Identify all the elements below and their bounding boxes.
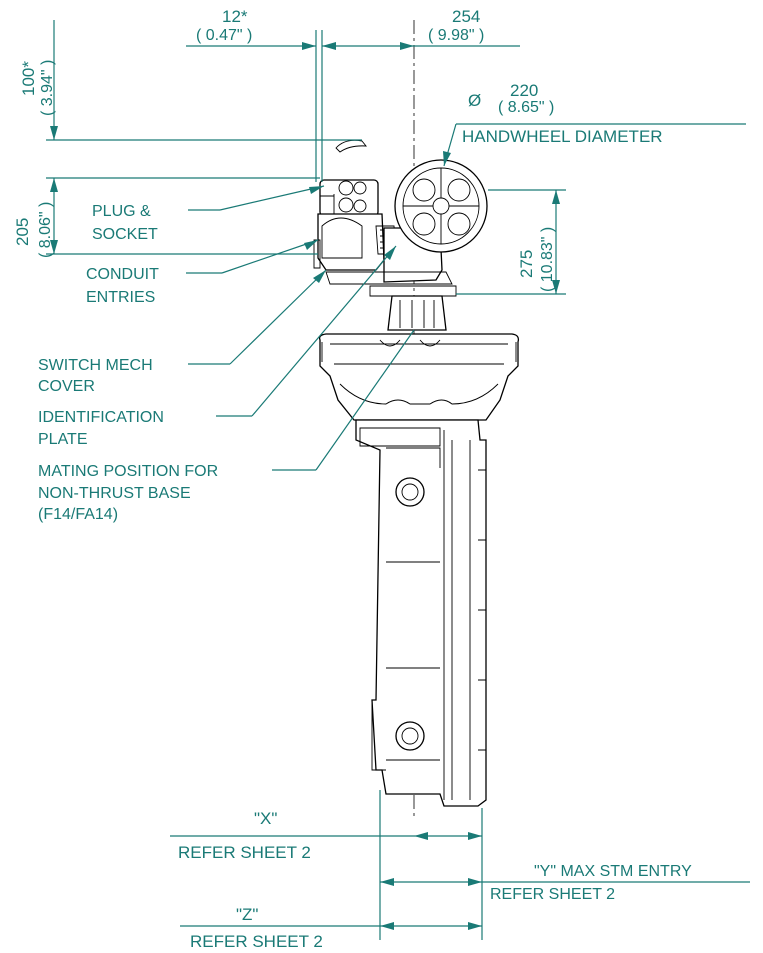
- dim-275-inch: ( 10.83" ): [539, 227, 556, 292]
- identification-line1: IDENTIFICATION: [38, 409, 164, 426]
- dim-12-inch: ( 0.47" ): [196, 27, 252, 44]
- dim-275-value: 275: [517, 250, 536, 278]
- mating-line1: MATING POSITION FOR: [38, 463, 218, 480]
- dim-100-value: 100*: [19, 61, 38, 96]
- dimension-labels: 12* ( 0.47" ) 254 ( 9.98" ) 100* ( 3.94"…: [13, 7, 663, 292]
- diameter-symbol: Ø: [468, 91, 481, 110]
- dimension-lines: [46, 20, 750, 940]
- dim-254-inch: ( 9.98" ): [428, 27, 484, 44]
- ref-x-label: "X": [254, 809, 277, 828]
- dim-100-inch: ( 3.94" ): [39, 60, 56, 116]
- dim-12-value: 12*: [222, 7, 248, 26]
- dim-220-value: 220: [510, 81, 538, 100]
- ref-y-label: "Y" MAX STM ENTRY: [534, 863, 692, 880]
- identification-line2: PLATE: [38, 431, 88, 448]
- switch-mech-line2: COVER: [38, 378, 95, 395]
- conduit-line1: CONDUIT: [86, 266, 159, 283]
- dim-254-value: 254: [452, 7, 480, 26]
- actuator-outline: [313, 20, 520, 820]
- reference-labels: "X" REFER SHEET 2 "Y" MAX STM ENTRY REFE…: [178, 809, 692, 951]
- callout-labels: PLUG & SOCKET CONDUIT ENTRIES SWITCH MEC…: [38, 203, 218, 523]
- mating-line3: (F14/FA14): [38, 506, 118, 523]
- handwheel-diameter-caption: HANDWHEEL DIAMETER: [462, 127, 663, 146]
- dim-205-value: 205: [13, 218, 32, 246]
- mating-line2: NON-THRUST BASE: [38, 485, 191, 502]
- ref-z-label: "Z": [236, 905, 258, 924]
- dim-205-inch: ( 8.06" ): [37, 202, 54, 258]
- plug-socket-line1: PLUG &: [92, 203, 151, 220]
- plug-socket-line2: SOCKET: [92, 226, 158, 243]
- switch-mech-line1: SWITCH MECH: [38, 357, 153, 374]
- ref-z-note: REFER SHEET 2: [190, 932, 323, 951]
- ref-y-note: REFER SHEET 2: [490, 886, 615, 903]
- ref-x-note: REFER SHEET 2: [178, 843, 311, 862]
- dim-220-inch: ( 8.65" ): [498, 99, 554, 116]
- conduit-line2: ENTRIES: [86, 289, 155, 306]
